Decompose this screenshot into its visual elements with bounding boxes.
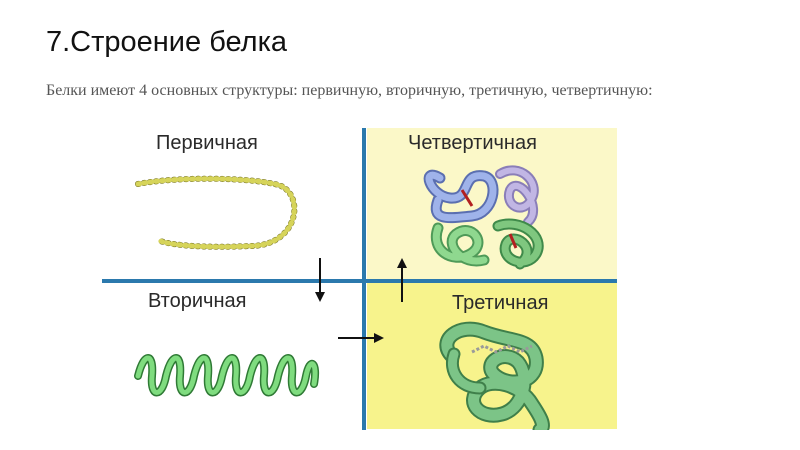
arrow-right-icon [338,333,384,343]
figure-canvas [102,128,617,430]
protein-structure-figure: Первичная Четвертичная Вторичная Третичн… [100,126,620,430]
label-tertiary: Третичная [452,292,549,314]
label-secondary: Вторичная [148,290,247,312]
arrow-down-icon [315,258,325,302]
subunit-complex-icon [423,165,544,270]
arrow-up-icon [397,258,407,302]
folded-coil-icon [439,321,550,430]
slide-body-text: Белки имеют 4 основных структуры: первич… [46,82,653,99]
label-quaternary: Четвертичная [408,132,537,154]
bead-chain-icon [135,175,298,250]
label-primary: Первичная [156,132,258,154]
alpha-helix-icon [134,354,319,397]
slide-title: 7.Строение белка [46,26,288,58]
